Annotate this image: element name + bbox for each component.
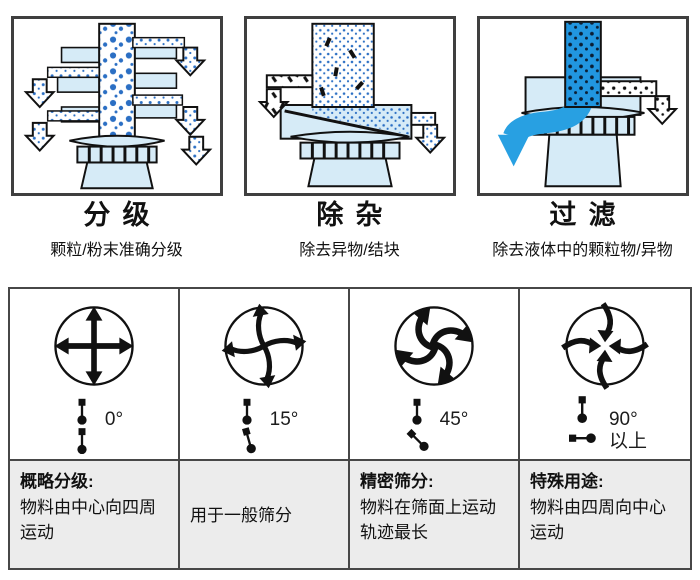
strong-spiral-arrows-icon (394, 306, 474, 386)
base-stand (543, 133, 622, 188)
solids-arrow (645, 95, 678, 126)
inlet-column (97, 22, 136, 140)
desc-text: 物料由中心向四周运动 (20, 497, 156, 543)
angle-label: 0° (104, 409, 124, 430)
outlet-arrows (23, 46, 212, 166)
function-panels: 分级 颗粒/粉末准确分级 (0, 0, 700, 285)
weights-15deg-icon (241, 398, 256, 454)
motion-cell-0deg: 0° (10, 289, 180, 461)
weight-angle-row: 15° (230, 395, 299, 459)
slats (310, 142, 385, 159)
panel-classification: 分级 颗粒/粉末准确分级 (0, 0, 233, 285)
weights-0deg-icon (77, 398, 87, 455)
inlet-particles (565, 22, 600, 106)
desc-cell-0deg: 概略分级: 物料由中心向四周运动 (10, 461, 180, 568)
panel-title: 除杂 (316, 200, 395, 230)
desc-text: 物料由四周向中心运动 (530, 497, 666, 543)
motion-cell-45deg: 45° (350, 289, 520, 461)
slats (87, 146, 150, 163)
oversize-arrow (257, 88, 290, 119)
motion-angle-table: 0° (8, 287, 692, 570)
arms (561, 302, 649, 390)
cross-outward-arrows-icon (54, 306, 134, 386)
desc-cell-15deg: 用于一般筛分 (180, 461, 350, 568)
desc-heading: 精密筛分: (360, 472, 434, 491)
screen-mesh-line (283, 109, 408, 139)
solids-channel (595, 80, 657, 98)
panel-impurity-removal: 除杂 除去异物/结块 (233, 0, 466, 285)
outlet-channels (46, 36, 185, 122)
arms (395, 307, 473, 385)
weight-angle-row: 45° (400, 395, 469, 459)
angle-label: 15° (269, 409, 299, 430)
angle-label: 90°以上 (608, 409, 647, 452)
panel-classification-box (10, 16, 223, 196)
multi-deck-sifter-illustration (23, 22, 212, 190)
weights-45deg-icon (406, 398, 429, 452)
desc-text: 物料在筛面上运动轨迹最长 (360, 497, 496, 543)
slight-spiral-arrows-icon (221, 303, 307, 389)
panel-subtitle: 除去异物/结块 (299, 241, 400, 259)
weight-angle-row: 90°以上 (563, 395, 647, 459)
liquid-filter-sifter-illustration (497, 20, 678, 188)
desc-heading: 特殊用途: (530, 472, 604, 491)
panel-impurity-removal-box (243, 16, 456, 196)
desc-cell-45deg: 精密筛分: 物料在筛面上运动轨迹最长 (350, 461, 520, 568)
desc-heading: 概略分级: (20, 472, 94, 491)
sieve-deck (68, 134, 165, 148)
panel-subtitle: 除去液体中的颗粒物/异物 (492, 241, 673, 259)
base-stand (306, 157, 393, 188)
weight-angle-row: 0° (65, 395, 123, 459)
arms (221, 303, 307, 389)
fines-channel (409, 111, 436, 126)
desc-cell-90deg: 特殊用途: 物料由四周向中心运动 (520, 461, 690, 568)
panel-title: 过滤 (549, 200, 628, 230)
motion-cell-90deg: 90°以上 (520, 289, 690, 461)
oversize-channel (265, 74, 313, 89)
panel-title: 分级 (83, 200, 162, 230)
impurity-removal-sifter-illustration (257, 22, 446, 188)
fines-spill (311, 106, 409, 135)
panel-subtitle: 颗粒/粉末准确分级 (50, 241, 183, 259)
sieve-deck (289, 130, 410, 144)
desc-text: 用于一般筛分 (190, 505, 292, 525)
inward-converging-arrows-icon (561, 302, 649, 390)
impurity-chunks (318, 37, 364, 97)
panel-filtration-box (476, 16, 689, 196)
motion-cell-15deg: 15° (180, 289, 350, 461)
weights-90deg-icon (568, 396, 596, 444)
fines-arrow (413, 123, 446, 154)
angle-label: 45° (439, 409, 469, 430)
base-stand (79, 161, 154, 190)
panel-filtration: 过滤 除去液体中的颗粒物/异物 (466, 0, 699, 285)
